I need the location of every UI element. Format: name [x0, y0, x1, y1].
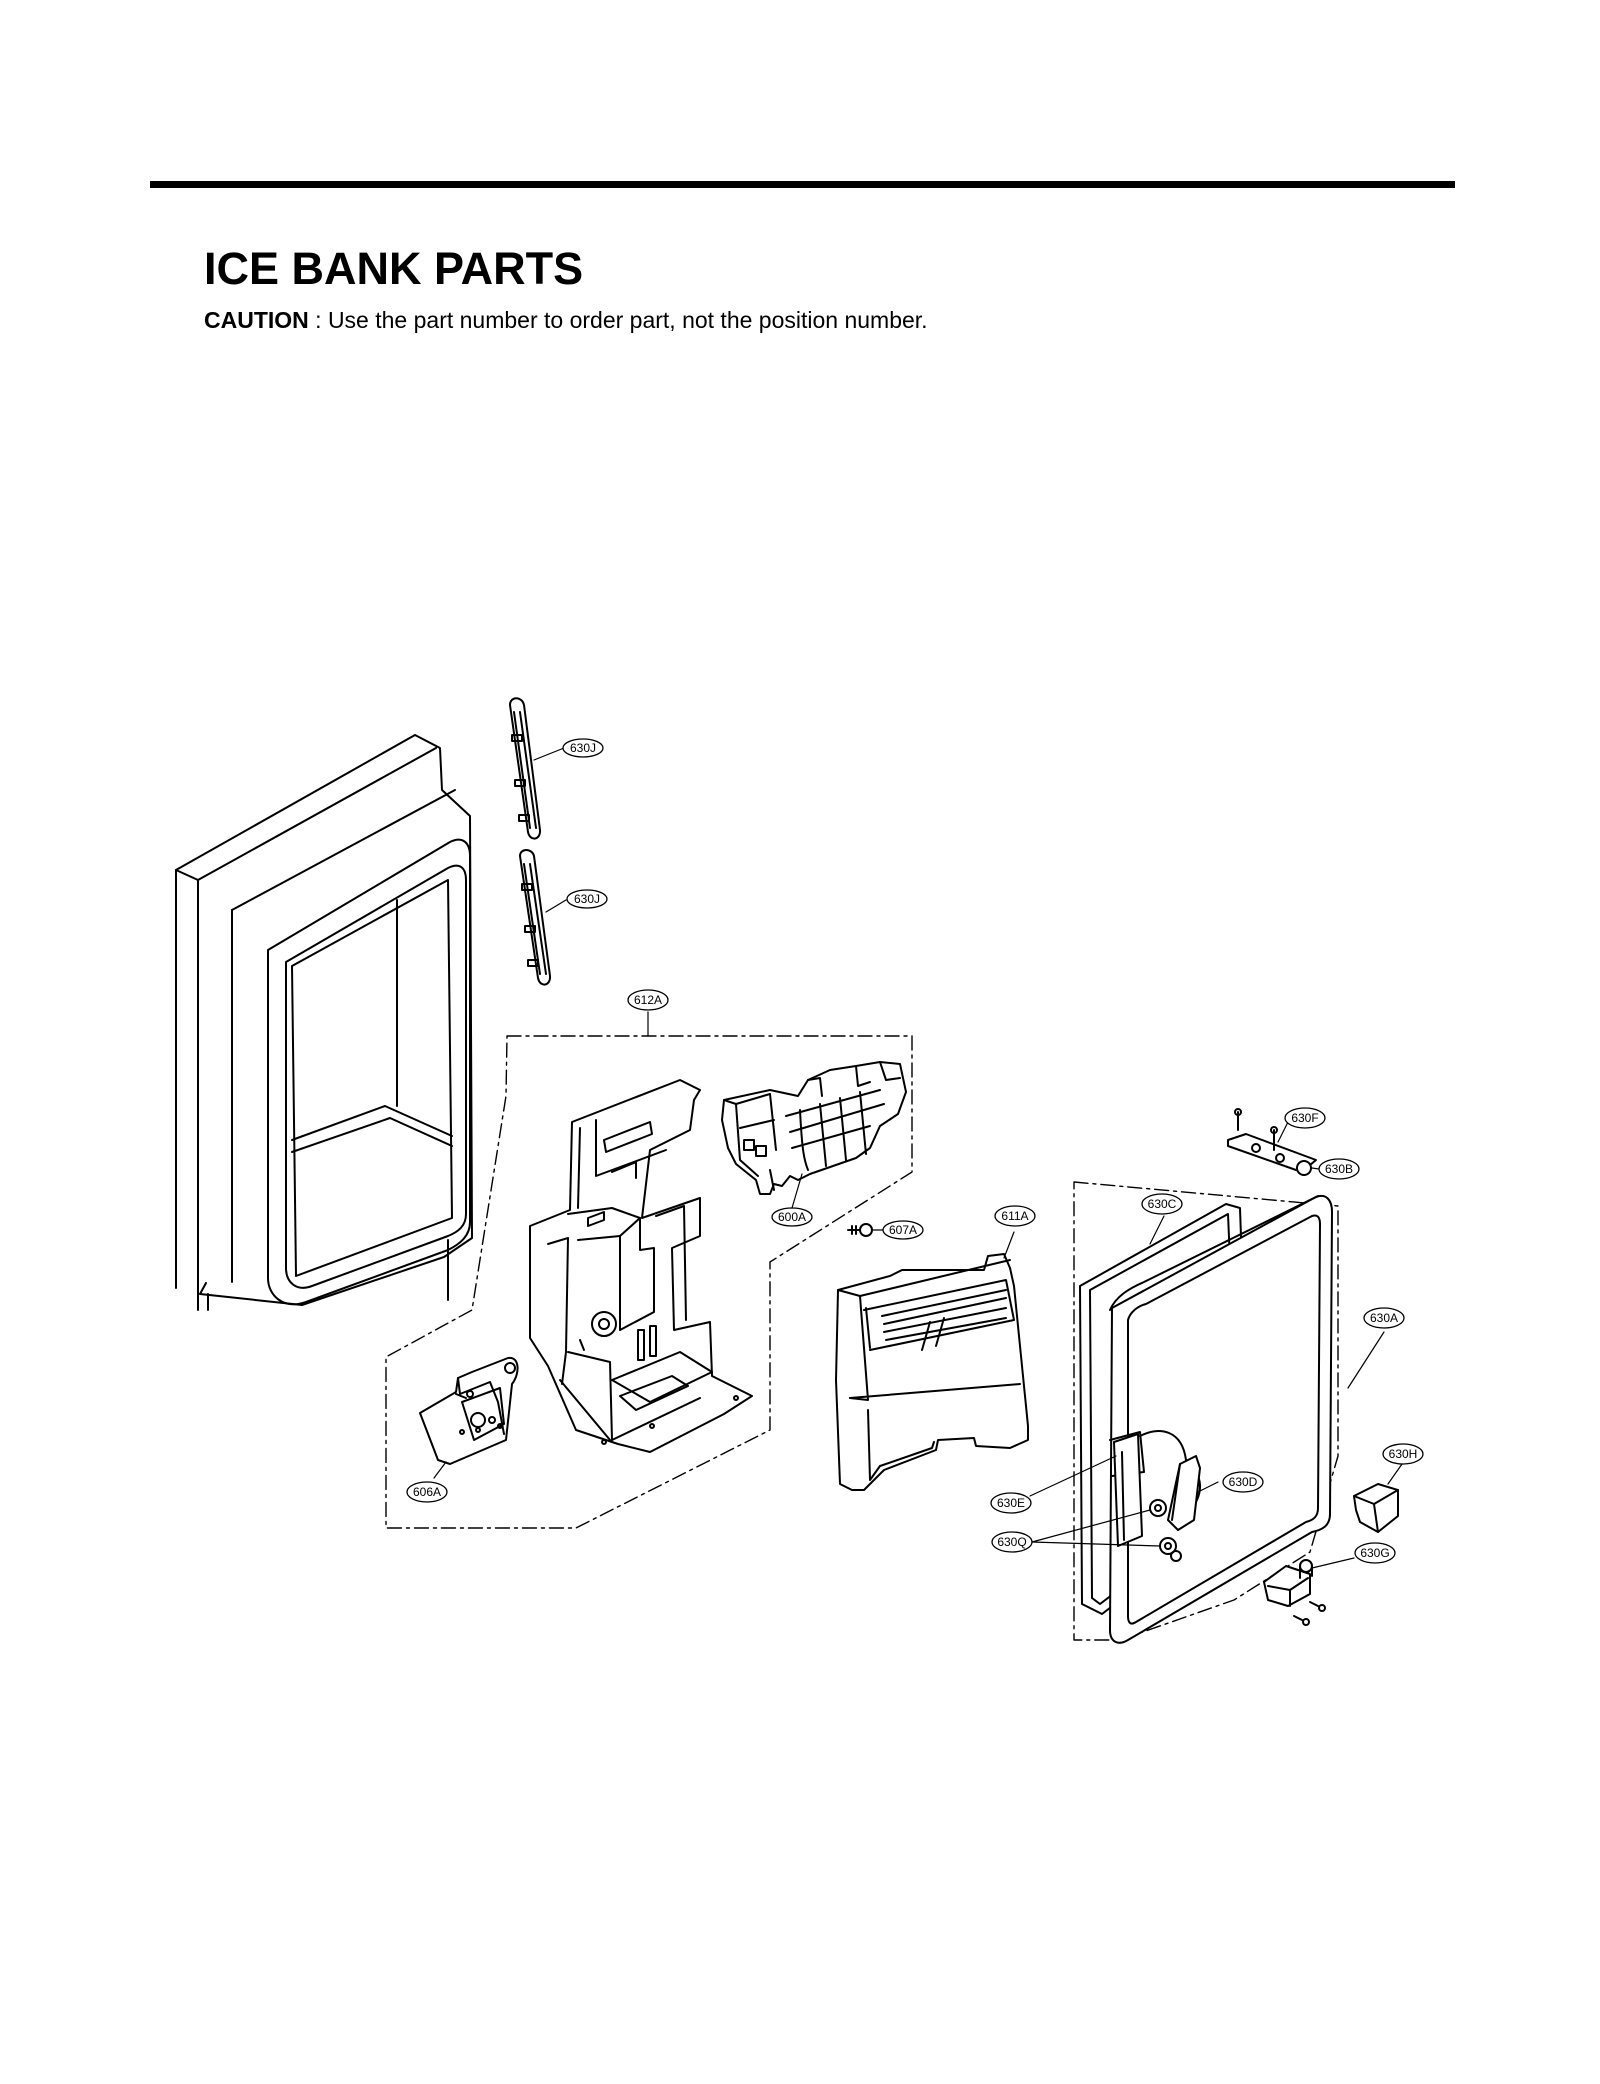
ice-bank-housing-drawing [529, 1079, 753, 1453]
top-rule [150, 181, 1455, 188]
callout-630C-text: 630C [1148, 1197, 1177, 1211]
callout-600A-text: 600A [778, 1210, 806, 1224]
ice-bin-cover-611A-drawing [835, 1253, 1029, 1491]
callout-630F: 630F [1284, 1107, 1326, 1129]
callout-630B: 630B [1318, 1158, 1360, 1180]
callout-630J-top: 630J [562, 738, 604, 758]
callouts: 630J 630J 612A 600A 607A 611A 606A 630F [406, 738, 1424, 1564]
callout-630J-bottom: 630J [566, 889, 608, 909]
leader-630J-bottom [545, 899, 567, 913]
leader-630Q-b [1031, 1541, 1161, 1547]
callout-630J-bottom-text: 630J [574, 892, 600, 906]
callout-630D: 630D [1222, 1471, 1264, 1493]
leader-600A [791, 1173, 803, 1209]
assembly-612A-boundary [385, 1035, 913, 1529]
callout-612A: 612A [627, 989, 669, 1011]
callout-600A: 600A [771, 1207, 813, 1227]
callout-630Q: 630Q [991, 1531, 1033, 1553]
leader-630C [1149, 1215, 1165, 1245]
leader-630J-top [533, 747, 565, 761]
door-frame-drawing [175, 734, 473, 1311]
handle-base-630E-drawing [1113, 1433, 1143, 1547]
callout-606A: 606A [406, 1481, 448, 1503]
leader-606A [433, 1461, 447, 1479]
callout-630E: 630E [990, 1492, 1032, 1514]
callout-630F-text: 630F [1291, 1111, 1318, 1125]
leader-611A [1003, 1231, 1015, 1259]
caution-note: CAUTION : Use the part number to order p… [204, 307, 928, 334]
leader-630A [1347, 1331, 1385, 1389]
leader-630H [1387, 1463, 1403, 1485]
hinge-630G-drawing [1263, 1559, 1326, 1626]
callout-612A-text: 612A [634, 993, 662, 1007]
hinge-pin-630B-drawing [1296, 1160, 1312, 1176]
stopper-630H-drawing [1353, 1483, 1399, 1533]
callout-630G: 630G [1354, 1542, 1396, 1564]
callout-630A: 630A [1363, 1307, 1405, 1329]
callout-630J-top-text: 630J [570, 741, 596, 755]
callout-630C: 630C [1141, 1193, 1183, 1215]
hinge-cover-630J-top [509, 697, 542, 840]
callout-606A-text: 606A [413, 1485, 441, 1499]
callout-611A-text: 611A [1001, 1209, 1028, 1223]
leader-630D [1197, 1481, 1219, 1493]
screw-607A-drawing [847, 1223, 873, 1237]
callout-607A-text: 607A [889, 1223, 917, 1237]
callout-630E-text: 630E [997, 1496, 1025, 1510]
callout-630H-text: 630H [1389, 1447, 1418, 1461]
callout-630D-text: 630D [1229, 1475, 1258, 1489]
hinge-cover-630J-bottom [519, 849, 552, 986]
callout-630B-text: 630B [1325, 1162, 1353, 1176]
callout-630G-text: 630G [1360, 1546, 1389, 1560]
screws-630Q-drawing [1149, 1499, 1182, 1562]
bracket-606A-drawing [419, 1356, 519, 1465]
ice-maker-600A-drawing [721, 1061, 907, 1195]
caution-text: : Use the part number to order part, not… [308, 307, 928, 333]
callout-630H: 630H [1382, 1443, 1424, 1465]
caution-label: CAUTION [204, 307, 309, 333]
callout-630A-text: 630A [1370, 1311, 1398, 1325]
leader-630G [1311, 1557, 1355, 1569]
callout-630Q-text: 630Q [997, 1535, 1026, 1549]
leader-lines [433, 747, 1403, 1569]
callout-607A: 607A [882, 1220, 924, 1240]
page-title: ICE BANK PARTS [204, 243, 584, 294]
leader-630Q-a [1031, 1509, 1151, 1543]
leader-630E [1029, 1455, 1117, 1497]
callout-611A: 611A [994, 1205, 1036, 1227]
handle-630D-drawing [1167, 1455, 1201, 1531]
